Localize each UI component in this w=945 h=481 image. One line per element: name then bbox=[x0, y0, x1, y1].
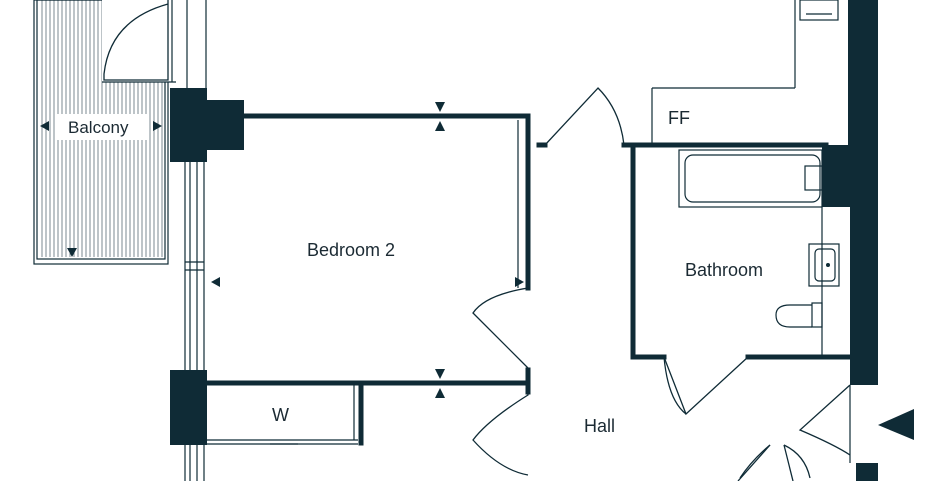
wall-right-upper bbox=[848, 0, 878, 145]
bath-tub bbox=[678, 149, 823, 208]
window-strip-bottom-left bbox=[184, 445, 205, 481]
wardrobe-label: W bbox=[272, 405, 289, 425]
bathroom-door-arc bbox=[663, 356, 687, 415]
kitchen-door bbox=[544, 87, 625, 146]
bathroom-basin-bowl bbox=[814, 248, 836, 282]
bedroom2-label: Bedroom 2 bbox=[307, 240, 395, 260]
bedroom2-arrow-bottom-b-icon bbox=[435, 388, 445, 398]
wc-bowl bbox=[775, 304, 812, 328]
entrance-door bbox=[798, 384, 851, 456]
balcony-outline bbox=[33, 0, 169, 265]
cupboard-door-left-arc bbox=[739, 444, 771, 479]
bedroom2-arrow-right-icon bbox=[515, 277, 524, 287]
bathroom-basin bbox=[808, 243, 840, 287]
balcony-hatching bbox=[41, 0, 163, 257]
dimension-arrows bbox=[40, 102, 524, 398]
hall-door-lower bbox=[472, 383, 529, 476]
wall-column-lower-left bbox=[170, 370, 207, 445]
ff-label: FF bbox=[668, 108, 690, 128]
entrance-arrow-icon bbox=[878, 409, 914, 440]
balcony-arrow-left-icon bbox=[40, 121, 49, 131]
bath-tap bbox=[804, 165, 823, 191]
wall-column-nib bbox=[207, 100, 244, 150]
balcony-arrow-down-icon bbox=[67, 248, 77, 257]
balcony-door-clearance bbox=[102, 0, 172, 82]
wall-right-corner bbox=[822, 145, 878, 207]
bathroom-label: Bathroom bbox=[685, 260, 763, 280]
balcony-label-backing bbox=[56, 114, 148, 140]
hall-label: Hall bbox=[584, 416, 615, 436]
balcony-inner-outline bbox=[36, 0, 166, 260]
basin-tap bbox=[826, 263, 830, 267]
bedroom2-arrow-top-a-icon bbox=[435, 102, 445, 112]
cupboard-door-right bbox=[783, 444, 794, 481]
kitchen-sink bbox=[799, 0, 839, 21]
bedroom2-arrow-left-icon bbox=[211, 277, 220, 287]
balcony-label: Balcony bbox=[68, 118, 129, 137]
bedroom2-arrow-bottom-a-icon bbox=[435, 369, 445, 379]
bathroom-door bbox=[663, 356, 749, 416]
bedroom2-arrow-top-b-icon bbox=[435, 121, 445, 131]
wc-cistern bbox=[811, 302, 823, 328]
wall-right-middle bbox=[850, 207, 878, 385]
balcony-arrow-right-icon bbox=[153, 121, 162, 131]
window-strip-left bbox=[184, 162, 205, 370]
bedroom2-door bbox=[472, 287, 529, 369]
cupboard-door-left bbox=[737, 444, 771, 481]
cupboard-door-right-arc bbox=[783, 444, 811, 479]
wall-right-bottom bbox=[856, 463, 878, 481]
balcony-door-swing bbox=[103, 0, 169, 81]
wall-column-left bbox=[170, 88, 207, 162]
bath-tub-basin bbox=[684, 154, 821, 203]
